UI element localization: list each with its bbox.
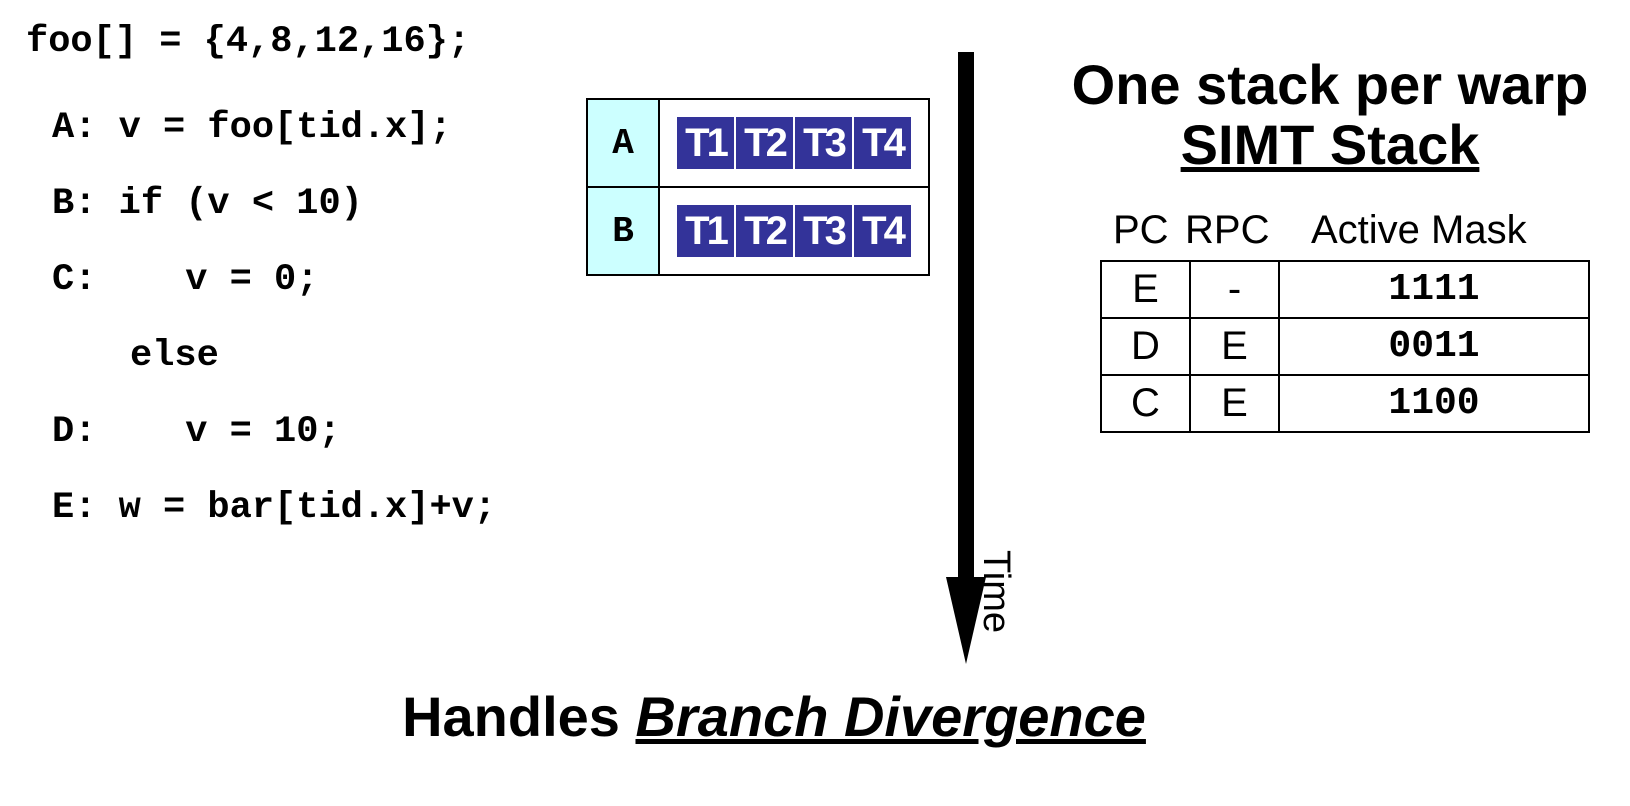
stack-row: C E 1100	[1100, 374, 1590, 433]
thread-cell: T3	[795, 205, 854, 257]
code-line-c: C: v = 0;	[52, 259, 319, 301]
stack-pc-cell: C	[1100, 374, 1191, 433]
code-line-else: else	[130, 335, 219, 377]
stack-row: D E 0011	[1100, 317, 1590, 376]
stack-mask-cell: 0011	[1278, 317, 1590, 376]
stack-rpc-cell: E	[1189, 374, 1280, 433]
code-line-a: A: v = foo[tid.x];	[52, 107, 452, 149]
code-line-decl: foo[] = {4,8,12,16};	[26, 21, 471, 63]
time-arrow-head	[946, 577, 986, 664]
stack-rpc-cell: -	[1189, 260, 1280, 319]
stack-mask-cell: 1100	[1278, 374, 1590, 433]
warp-row-label: A	[586, 98, 660, 188]
thread-cell: T4	[854, 205, 911, 257]
stack-rpc-cell: E	[1189, 317, 1280, 376]
caption-emphasis: Branch Divergence	[635, 685, 1146, 748]
caption-prefix: Handles	[402, 685, 636, 748]
thread-cell: T4	[854, 117, 911, 169]
stack-title: One stack per warp	[1071, 53, 1589, 116]
code-line-b: B: if (v < 10)	[52, 183, 363, 225]
warp-row-label: B	[586, 186, 660, 276]
stack-mask-cell: 1111	[1278, 260, 1590, 319]
code-line-d: D: v = 10;	[52, 411, 341, 453]
column-header-pc: PC	[1113, 208, 1169, 252]
time-arrow	[946, 52, 986, 664]
time-label: Time	[975, 550, 1017, 634]
thread-cell: T3	[795, 117, 854, 169]
column-header-active-mask: Active Mask	[1311, 208, 1527, 252]
thread-cell: T1	[677, 117, 736, 169]
thread-cell: T1	[677, 205, 736, 257]
thread-cell: T2	[736, 117, 795, 169]
stack-row: E - 1111	[1100, 260, 1590, 319]
simt-stack-table: E - 1111 D E 0011 C E 1100	[1100, 260, 1590, 433]
caption: Handles Branch Divergence	[0, 684, 1548, 749]
time-arrow-shaft	[958, 52, 974, 582]
thread-cell: T2	[736, 205, 795, 257]
column-header-rpc: RPC	[1185, 208, 1270, 252]
code-line-e: E: w = bar[tid.x]+v;	[52, 487, 497, 529]
stack-pc-cell: D	[1100, 317, 1191, 376]
stack-subtitle: SIMT Stack	[1180, 113, 1480, 176]
stack-pc-cell: E	[1100, 260, 1191, 319]
